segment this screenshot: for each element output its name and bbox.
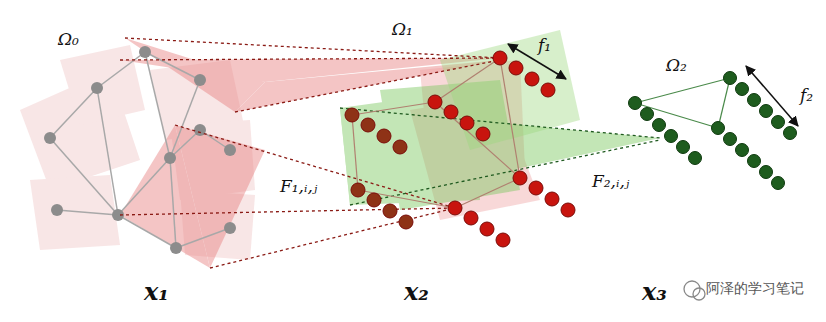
feature-dim-label: f₁ bbox=[538, 36, 551, 56]
filter-label: F₁,ᵢ,ⱼ bbox=[280, 177, 317, 197]
signal-label: x₃ bbox=[642, 278, 667, 306]
graph-domain-label: Ω₀ bbox=[58, 30, 79, 50]
signal-label: x₂ bbox=[404, 278, 429, 306]
graph-domain-label: Ω₁ bbox=[392, 20, 413, 40]
watermark: 阿泽的学习笔记 bbox=[706, 280, 804, 296]
graph-domain-label: Ω₂ bbox=[666, 56, 687, 76]
filter-label: F₂,ᵢ,ⱼ bbox=[592, 172, 629, 192]
signal-label: x₁ bbox=[144, 278, 169, 306]
feature-dim-label: f₂ bbox=[800, 86, 813, 106]
